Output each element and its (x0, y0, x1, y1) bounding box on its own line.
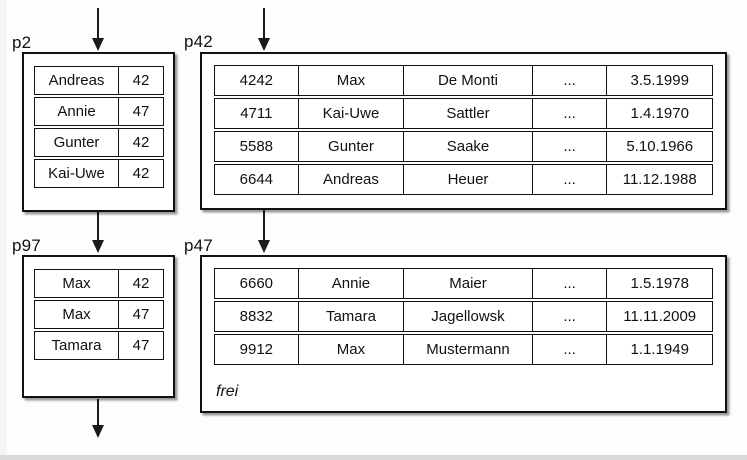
record-id-cell: 4711 (215, 99, 299, 128)
index-key-cell: Gunter (35, 129, 119, 156)
arrowhead-icon (92, 425, 104, 438)
record-date-cell: 5.10.1966 (626, 138, 694, 155)
index-page-p2: Andreas 42 Annie 47 Gunter 42 Kai-Uwe 42 (22, 52, 175, 212)
index-row: Kai-Uwe 42 (34, 159, 164, 188)
record-table: 6660 Annie Maier ... 1.5.1978 8832 Tamar… (214, 268, 713, 367)
record-date-cell: 3.5.1999 (630, 72, 689, 89)
index-table: Andreas 42 Annie 47 Gunter 42 Kai-Uwe 42 (34, 66, 164, 190)
index-page-p97: Max 42 Max 47 Tamara 47 (22, 255, 175, 398)
data-page-p47: 6660 Annie Maier ... 1.5.1978 8832 Tamar… (200, 255, 727, 413)
record-id-cell: 6644 (215, 165, 299, 194)
record-row: 5588 Gunter Saake ... 5.10.1966 (214, 131, 713, 162)
arrowhead-icon (258, 38, 270, 51)
arrowhead-icon (258, 240, 270, 253)
index-table: Max 42 Max 47 Tamara 47 (34, 269, 164, 362)
record-id-cell: 9912 (215, 335, 299, 364)
arrow-shaft (97, 8, 99, 39)
record-id-cell: 5588 (215, 132, 299, 161)
arrow-shaft (97, 399, 99, 426)
record-firstname-cell: Gunter (299, 132, 405, 161)
record-date-cell: 1.5.1978 (630, 275, 689, 292)
record-date-cell: 1.4.1970 (630, 105, 689, 122)
index-key-cell: Kai-Uwe (35, 160, 119, 187)
index-pointer-cell: 42 (132, 72, 150, 89)
page-label-p2: p2 (12, 33, 32, 52)
index-key-cell: Max (35, 270, 119, 297)
record-firstname-cell: Tamara (299, 302, 405, 331)
record-id-cell: 4242 (215, 66, 299, 95)
record-id-cell: 6660 (215, 269, 299, 298)
index-pointer-cell: 42 (132, 275, 150, 292)
record-firstname-cell: Annie (299, 269, 405, 298)
record-date-cell: 11.12.1988 (622, 171, 697, 188)
record-ellipsis-cell: ... (533, 302, 608, 331)
record-lastname-cell: Maier (404, 269, 533, 298)
free-space-label: frei (216, 383, 239, 400)
record-table: 4242 Max De Monti ... 3.5.1999 4711 Kai-… (214, 65, 713, 197)
index-key-cell: Tamara (35, 332, 119, 359)
record-row: 6660 Annie Maier ... 1.5.1978 (214, 268, 713, 299)
index-key-cell: Annie (35, 98, 119, 125)
page-label-p97: p97 (12, 236, 41, 255)
arrow-shaft (263, 8, 265, 39)
index-row: Max 42 (34, 269, 164, 298)
record-row: 6644 Andreas Heuer ... 11.12.1988 (214, 164, 713, 195)
record-lastname-cell: De Monti (404, 66, 533, 95)
record-firstname-cell: Max (299, 66, 405, 95)
page-label-p47: p47 (184, 236, 213, 255)
record-lastname-cell: Saake (404, 132, 533, 161)
index-pointer-cell: 47 (132, 337, 150, 354)
record-id-cell: 8832 (215, 302, 299, 331)
record-firstname-cell: Andreas (299, 165, 405, 194)
index-pointer-cell: 47 (132, 306, 150, 323)
record-ellipsis-cell: ... (533, 335, 608, 364)
index-row: Gunter 42 (34, 128, 164, 157)
record-firstname-cell: Kai-Uwe (299, 99, 405, 128)
record-ellipsis-cell: ... (533, 66, 608, 95)
record-row: 4711 Kai-Uwe Sattler ... 1.4.1970 (214, 98, 713, 129)
record-ellipsis-cell: ... (533, 99, 608, 128)
record-lastname-cell: Mustermann (404, 335, 533, 364)
arrow-shaft (97, 212, 99, 241)
left-edge-strip (0, 0, 7, 455)
record-lastname-cell: Sattler (404, 99, 533, 128)
index-row: Tamara 47 (34, 331, 164, 360)
data-page-p42: 4242 Max De Monti ... 3.5.1999 4711 Kai-… (200, 52, 727, 210)
index-row: Max 47 (34, 300, 164, 329)
index-row: Andreas 42 (34, 66, 164, 95)
record-row: 9912 Max Mustermann ... 1.1.1949 (214, 334, 713, 365)
record-date-cell: 1.1.1949 (630, 341, 689, 358)
record-ellipsis-cell: ... (533, 132, 608, 161)
arrowhead-icon (92, 38, 104, 51)
bottom-divider-bar (0, 455, 747, 460)
index-pointer-cell: 47 (132, 103, 150, 120)
record-date-cell: 11.11.2009 (623, 308, 697, 325)
record-ellipsis-cell: ... (533, 269, 608, 298)
index-key-cell: Andreas (35, 67, 119, 94)
record-ellipsis-cell: ... (533, 165, 608, 194)
record-lastname-cell: Jagellowsk (404, 302, 533, 331)
record-firstname-cell: Max (299, 335, 405, 364)
record-row: 4242 Max De Monti ... 3.5.1999 (214, 65, 713, 96)
record-row: 8832 Tamara Jagellowsk ... 11.11.2009 (214, 301, 713, 332)
index-key-cell: Max (35, 301, 119, 328)
index-pointer-cell: 42 (132, 134, 150, 151)
page-label-p42: p42 (184, 32, 213, 51)
index-row: Annie 47 (34, 97, 164, 126)
record-lastname-cell: Heuer (404, 165, 533, 194)
arrowhead-icon (92, 240, 104, 253)
index-pointer-cell: 42 (132, 165, 150, 182)
arrow-shaft (263, 210, 265, 241)
